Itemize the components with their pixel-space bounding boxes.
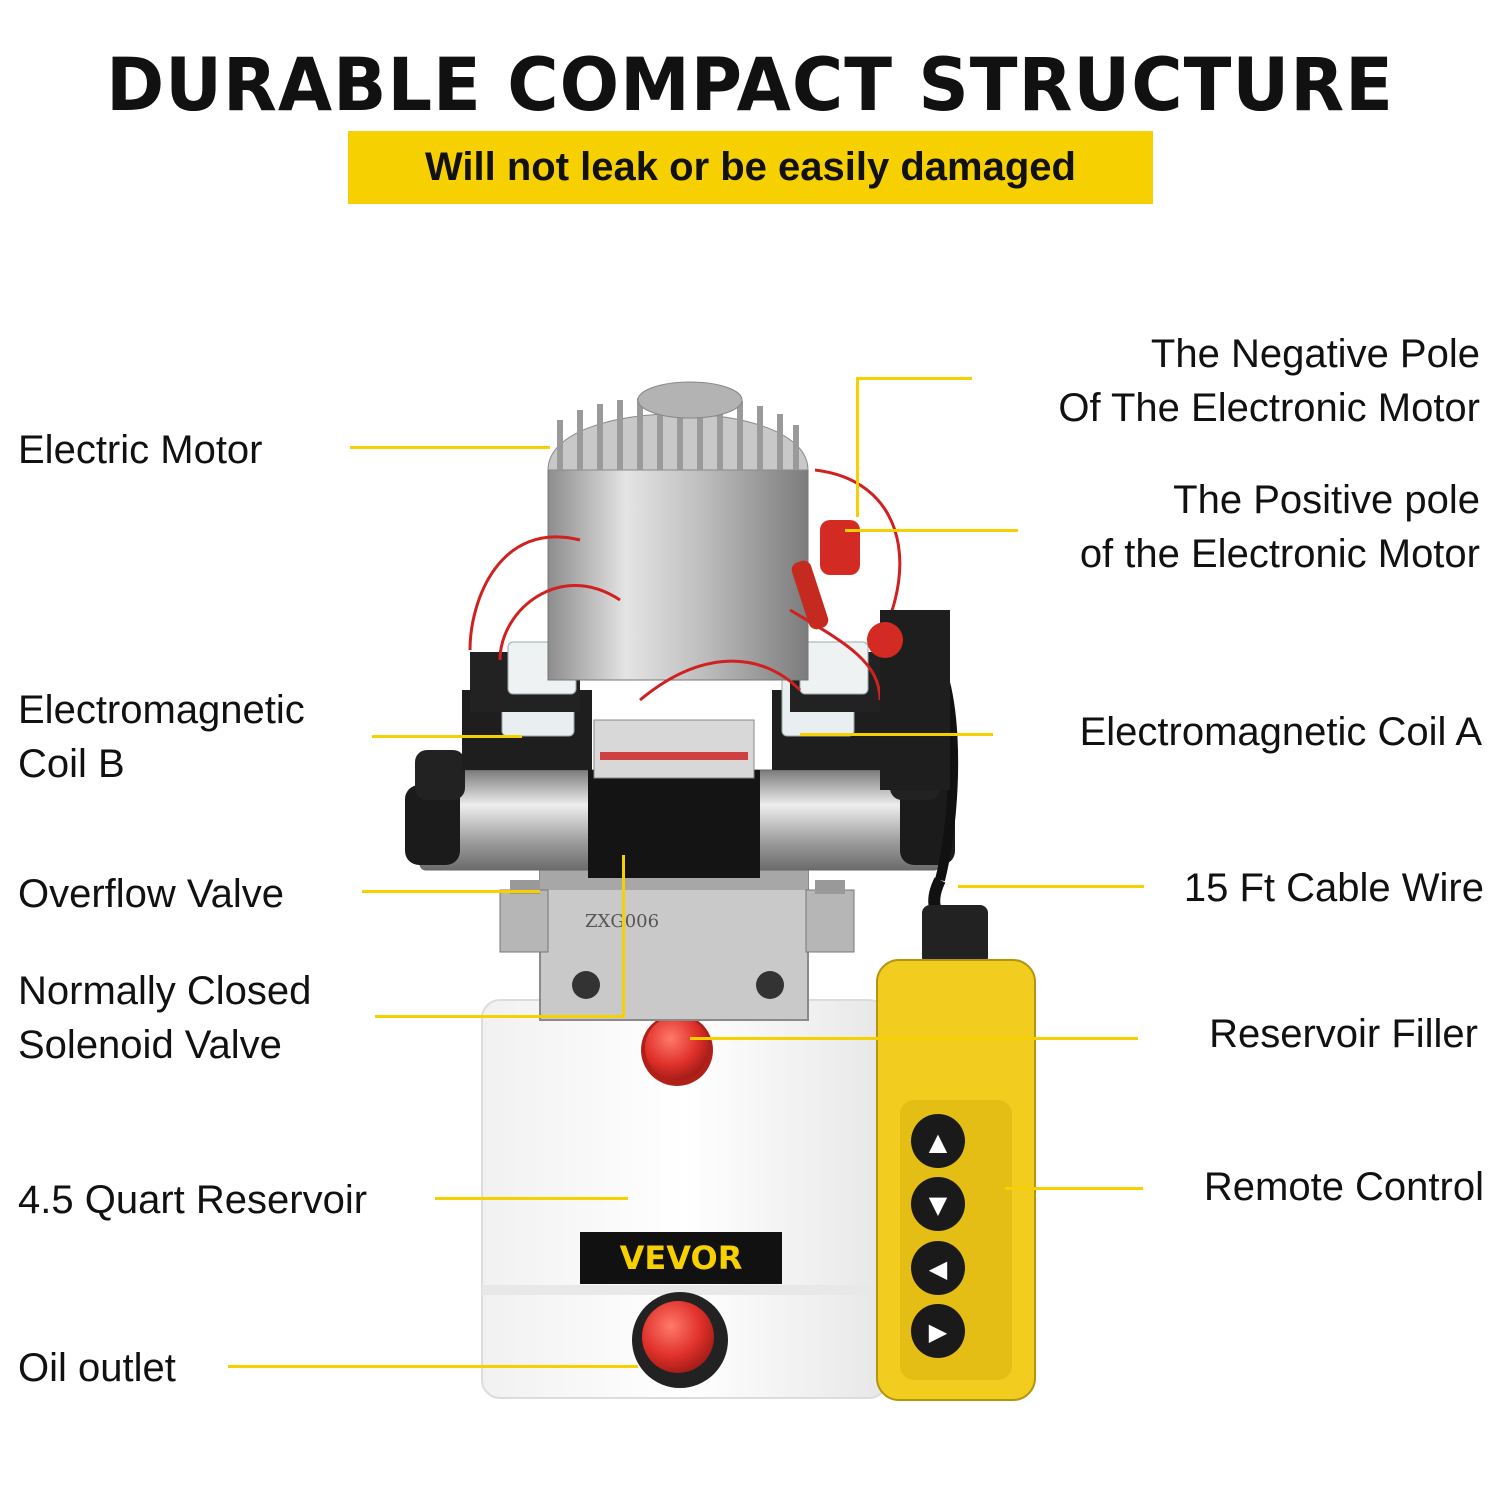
- label-negative-line2: Of The Electronic Motor: [1058, 386, 1480, 430]
- leader-solenoid-v: [622, 855, 625, 1018]
- label-reservoir-filler: Reservoir Filler: [1209, 1012, 1478, 1056]
- label-positive-line1: The Positive pole: [1173, 478, 1480, 522]
- page-title: DURABLE COMPACT STRUCTURE: [106, 41, 1394, 129]
- leader-coil-b: [372, 735, 522, 738]
- remote-button-down: ▼: [911, 1177, 965, 1231]
- label-negative-line1: The Negative Pole: [1150, 332, 1480, 376]
- leader-overflow-valve: [362, 890, 540, 893]
- leader-cable-wire: [958, 885, 1144, 888]
- remote-control: ▲ ▼ ◀ ▶: [876, 905, 1036, 1401]
- solenoid-valve-assembly: [405, 719, 955, 878]
- leader-negative-h: [858, 377, 972, 380]
- label-coil-b: Electromagnetic Coil B: [18, 683, 305, 791]
- down-arrow-icon: ▼: [929, 1191, 948, 1219]
- label-positive-line2: of the Electronic Motor: [1079, 532, 1480, 576]
- label-cable-wire: 15 Ft Cable Wire: [1183, 866, 1484, 910]
- label-solenoid-line2: Solenoid Valve: [18, 1023, 282, 1067]
- positive-terminal: [791, 520, 860, 630]
- leader-reservoir: [435, 1197, 628, 1200]
- motor-relay: [867, 610, 950, 790]
- label-oil-outlet: Oil outlet: [18, 1346, 176, 1390]
- label-coil-b-line1: Electromagnetic: [18, 688, 305, 732]
- remote-button-right: ▶: [911, 1304, 965, 1358]
- leader-negative-v: [856, 377, 859, 517]
- reservoir-filler-cap: [641, 1014, 713, 1086]
- leader-remote-control: [1005, 1187, 1143, 1190]
- label-negative-pole: The Negative Pole Of The Electronic Moto…: [1058, 327, 1480, 435]
- leader-reservoir-filler: [690, 1037, 1138, 1040]
- leader-coil-a: [800, 733, 993, 736]
- label-overflow-valve: Overflow Valve: [18, 872, 285, 916]
- brand-logo: VEVOR: [620, 1239, 743, 1277]
- remote-button-up: ▲: [911, 1114, 965, 1168]
- label-electric-motor: Electric Motor: [18, 428, 263, 472]
- electric-motor: [547, 381, 809, 681]
- leader-oil-outlet: [228, 1365, 638, 1368]
- leader-solenoid-h: [375, 1015, 625, 1018]
- remote-button-left: ◀: [911, 1241, 965, 1295]
- valve-block: ZXG006: [499, 869, 855, 1021]
- leader-positive: [845, 529, 1018, 532]
- label-remote-control: Remote Control: [1203, 1165, 1484, 1209]
- label-solenoid-valve: Normally Closed Solenoid Valve: [18, 964, 311, 1072]
- label-solenoid-line1: Normally Closed: [18, 969, 312, 1013]
- left-arrow-icon: ◀: [929, 1255, 948, 1283]
- oil-outlet-cap: [632, 1292, 728, 1388]
- electromagnetic-coil-b: [462, 641, 592, 770]
- subtitle-banner: Will not leak or be easily damaged: [348, 131, 1153, 204]
- right-arrow-icon: ▶: [929, 1318, 948, 1346]
- subtitle-text: Will not leak or be easily damaged: [425, 145, 1076, 189]
- label-coil-b-line2: Coil B: [18, 742, 125, 786]
- label-coil-a: Electromagnetic Coil A: [1079, 710, 1482, 754]
- leader-electric-motor: [350, 446, 550, 449]
- label-positive-pole: The Positive pole of the Electronic Moto…: [1080, 473, 1480, 581]
- label-reservoir: 4.5 Quart Reservoir: [18, 1178, 368, 1222]
- up-arrow-icon: ▲: [929, 1128, 948, 1156]
